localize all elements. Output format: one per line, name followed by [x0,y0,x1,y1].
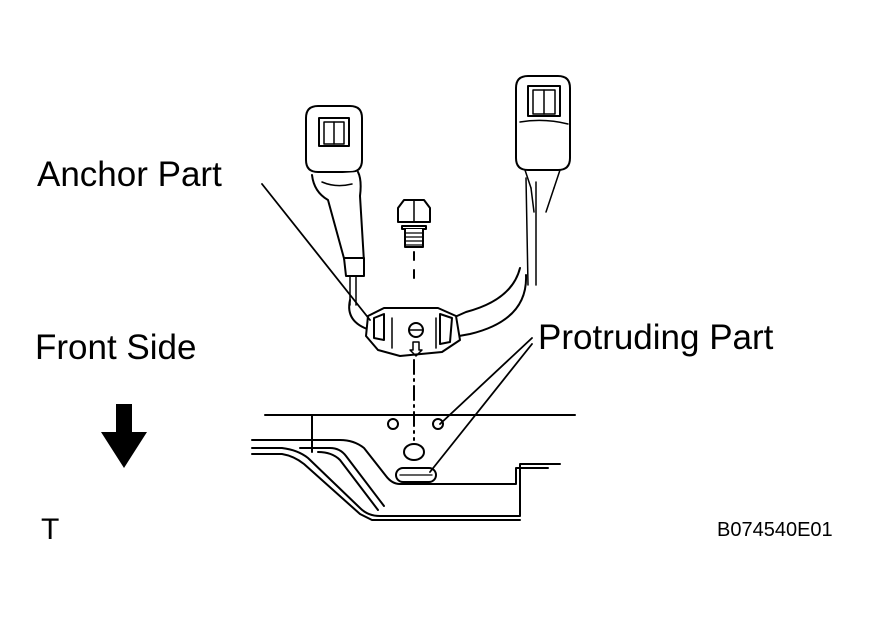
anchor-plate [365,307,461,357]
anchor-part-leader [261,183,371,321]
right-buckle [515,75,571,286]
anchor-part-label: Anchor Part [37,155,222,194]
bolt [397,199,431,283]
figure-code: B074540E01 [717,519,833,541]
front-side-label: Front Side [35,328,197,367]
corner-mark: T [41,513,60,546]
floor-panel [251,414,576,521]
left-buckle [305,105,365,306]
leader-lines [261,183,533,473]
protruding-part-label: Protruding Part [538,318,774,357]
protruding-part-leader-2 [429,343,533,473]
protruding-part-leader-1 [439,337,533,425]
down-arrow-icon [101,404,147,468]
